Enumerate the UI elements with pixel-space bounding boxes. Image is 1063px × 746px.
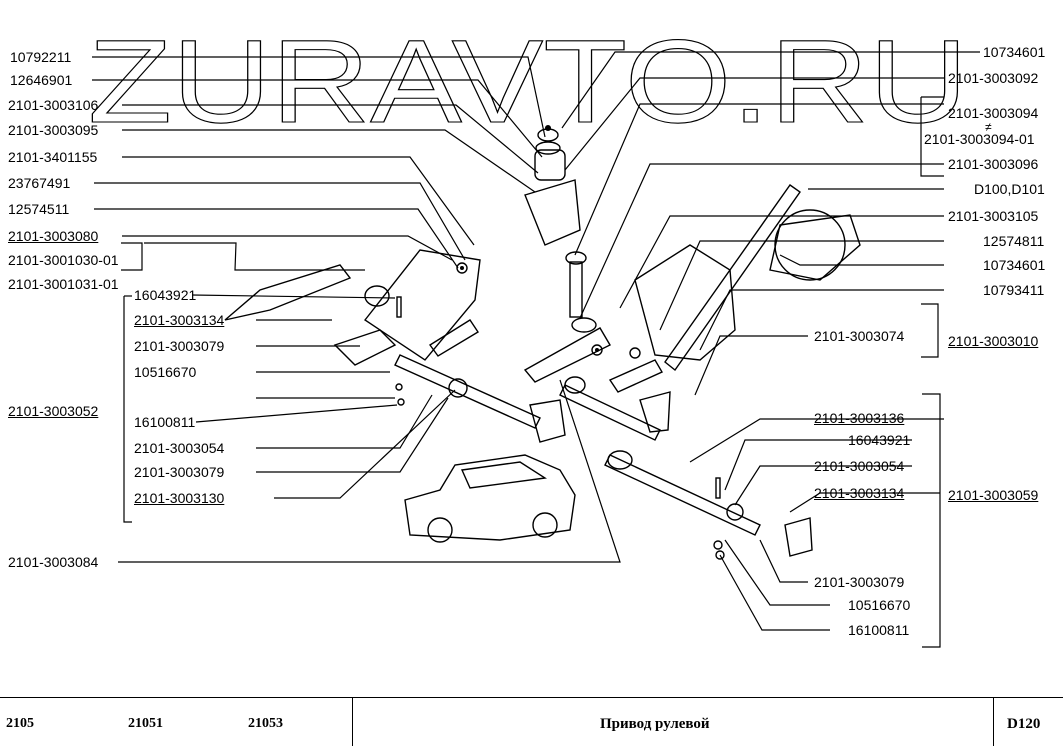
part-label-10792211: 10792211 bbox=[10, 49, 72, 65]
part-label-2101-3003059: 2101-3003059 bbox=[948, 487, 1039, 503]
part-label-2101-3003095: 2101-3003095 bbox=[8, 122, 99, 138]
part-label-2101-3003106: 2101-3003106 bbox=[8, 97, 99, 113]
part-label-10793411: 10793411 bbox=[983, 282, 1045, 298]
model-2105: 2105 bbox=[6, 716, 34, 731]
parts-drawing bbox=[224, 128, 861, 560]
part-label-2101-3003079-left-a: 2101-3003079 bbox=[134, 338, 225, 354]
bolt-indicators bbox=[460, 125, 599, 352]
part-label-D100-D101: D100,D101 bbox=[974, 181, 1045, 197]
part-label-2101-3001031-01: 2101-3001031-01 bbox=[8, 276, 119, 292]
part-label-2101-3003136: 2101-3003136 bbox=[814, 410, 905, 426]
part-label-16100811-left: 16100811 bbox=[134, 414, 196, 430]
part-label-2101-3003079-left-b: 2101-3003079 bbox=[134, 464, 225, 480]
part-label-2101-3003092: 2101-3003092 bbox=[948, 70, 1039, 86]
part-label-2101-3003084: 2101-3003084 bbox=[8, 554, 99, 570]
part-label-12574511: 12574511 bbox=[8, 201, 70, 217]
part-label-2101-3003074: 2101-3003074 bbox=[814, 328, 905, 344]
part-label-10516670-right: 10516670 bbox=[848, 597, 911, 613]
part-label-2101-3003010: 2101-3003010 bbox=[948, 333, 1039, 349]
part-label-2101-3003079-right: 2101-3003079 bbox=[814, 574, 905, 590]
footer-divider-right bbox=[993, 698, 994, 746]
part-label-16043921-left: 16043921 bbox=[134, 287, 197, 303]
part-label-2101-3401155: 2101-3401155 bbox=[8, 149, 98, 165]
model-21051: 21051 bbox=[128, 716, 163, 731]
part-label-2101-3003134-right: 2101-3003134 bbox=[814, 485, 905, 501]
title-block: 2105 21051 21053 Привод рулевой D120 bbox=[0, 697, 1063, 746]
part-label-16043921-right: 16043921 bbox=[848, 432, 911, 448]
part-label-2101-3003130: 2101-3003130 bbox=[134, 490, 225, 506]
part-label-2101-3003080: 2101-3003080 bbox=[8, 228, 99, 244]
part-label-10734601-mid: 10734601 bbox=[983, 257, 1046, 273]
watermark: ZURAVTO.RU bbox=[88, 16, 968, 148]
part-label-10516670-left: 10516670 bbox=[134, 364, 197, 380]
part-label-2101-3001030-01: 2101-3001030-01 bbox=[8, 252, 119, 268]
leader-lines bbox=[92, 51, 980, 648]
footer-divider-left bbox=[352, 698, 353, 746]
not-equal-mark: ≠ bbox=[985, 120, 992, 134]
part-label-2101-3003054-left: 2101-3003054 bbox=[134, 440, 225, 456]
part-label-10734601-top: 10734601 bbox=[983, 44, 1046, 60]
part-label-16100811-right: 16100811 bbox=[848, 622, 910, 638]
part-label-23767491: 23767491 bbox=[8, 175, 71, 191]
model-21053: 21053 bbox=[248, 716, 283, 731]
part-label-2101-3003052: 2101-3003052 bbox=[8, 403, 99, 419]
drawing-title: Привод рулевой bbox=[600, 716, 710, 732]
part-label-2101-3003105: 2101-3003105 bbox=[948, 208, 1039, 224]
part-label-2101-3003054-right: 2101-3003054 bbox=[814, 458, 905, 474]
part-label-12574811: 12574811 bbox=[983, 233, 1045, 249]
drawing-code: D120 bbox=[1007, 716, 1041, 732]
part-label-12646901: 12646901 bbox=[10, 72, 73, 88]
part-label-2101-3003094: 2101-3003094 bbox=[948, 105, 1039, 121]
part-label-2101-3003134-left: 2101-3003134 bbox=[134, 312, 225, 328]
part-label-2101-3003096: 2101-3003096 bbox=[948, 156, 1039, 172]
part-label-2101-3003094-01: 2101-3003094-01 bbox=[924, 131, 1035, 147]
